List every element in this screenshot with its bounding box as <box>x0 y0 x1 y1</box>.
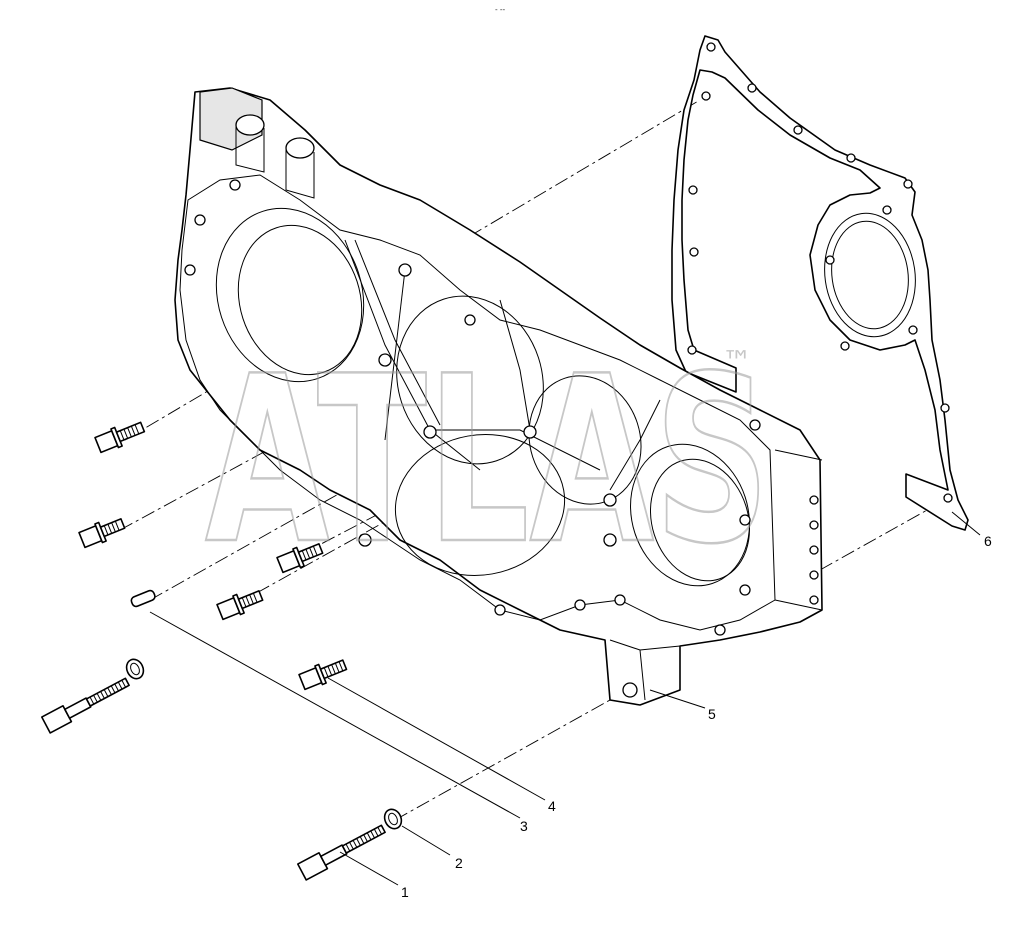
washer-upper <box>125 658 145 680</box>
stud-bolt-lower <box>296 824 386 881</box>
callouts: 1 2 3 4 5 6 <box>401 533 992 900</box>
flange-bolt-c <box>276 543 324 574</box>
gear-housing <box>174 87 823 706</box>
callout-6: 6 <box>984 533 992 549</box>
header-mark: - -- <box>495 5 506 14</box>
callout-1: 1 <box>401 884 409 900</box>
leader-lines <box>149 511 981 886</box>
callout-5: 5 <box>708 706 716 722</box>
callout-2: 2 <box>455 855 463 871</box>
washer-lower <box>383 808 403 830</box>
watermark-trademark: ™ <box>722 345 752 380</box>
flange-bolt-e <box>298 659 348 691</box>
flange-bolt-b <box>78 518 126 549</box>
stud-bolt-upper <box>40 677 130 734</box>
flange-bolt-a <box>94 421 146 454</box>
gasket <box>671 35 969 531</box>
dowel-pin <box>130 589 156 608</box>
callout-4: 4 <box>548 798 556 814</box>
callout-3: 3 <box>520 818 528 834</box>
flange-bolt-d <box>216 590 264 621</box>
